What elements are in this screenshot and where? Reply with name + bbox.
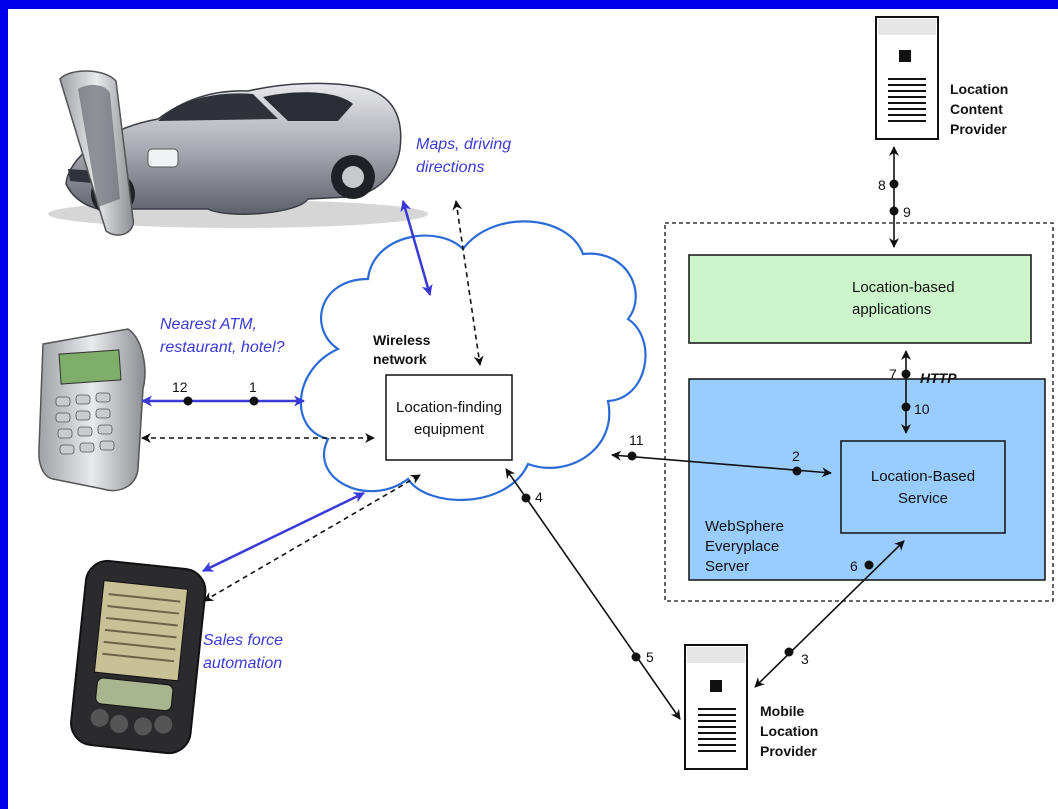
step-dot xyxy=(889,179,899,189)
lbs-label-line1: Location-Based xyxy=(871,468,975,485)
mlp-label-line2: Location xyxy=(760,723,818,739)
mlp-label-line1: Mobile xyxy=(760,703,805,719)
wes-label-line1: WebSphere xyxy=(705,518,784,535)
step-number-3: 3 xyxy=(801,651,809,667)
pda-image xyxy=(70,559,207,755)
server-tower-icon xyxy=(875,16,939,140)
atm-label-line2: restaurant, hotel? xyxy=(160,339,285,356)
wes-label-line3: Server xyxy=(705,558,749,575)
lbs-label-line2: Service xyxy=(898,490,948,507)
sequence-dots xyxy=(183,179,911,662)
sales-label-line1: Sales force xyxy=(203,632,283,649)
maps-label-line1: Maps, driving xyxy=(416,136,511,153)
step-number-1: 1 xyxy=(249,379,257,395)
car-network-blue-arrow xyxy=(400,200,433,296)
applications-label-line2: applications xyxy=(852,301,931,318)
flip-phone-image xyxy=(38,70,146,492)
step-dot xyxy=(631,652,641,662)
lcp-label-line1: Location xyxy=(950,81,1008,97)
server-tower-icon xyxy=(684,644,748,770)
step-dot xyxy=(901,369,911,379)
step-number-2: 2 xyxy=(792,448,800,464)
step-dot xyxy=(183,396,193,406)
location-based-service-box[interactable] xyxy=(840,440,1006,534)
lfe-label-line2: equipment xyxy=(414,421,485,438)
step-number-7: 7 xyxy=(889,366,897,382)
http-label: HTTP xyxy=(920,370,957,386)
step-number-10: 10 xyxy=(914,401,930,417)
location-based-applications-box[interactable] xyxy=(688,254,1032,344)
mlp-lbs-arrow xyxy=(754,540,905,688)
lcp-label-line3: Provider xyxy=(950,121,1007,137)
mlp-label-line3: Provider xyxy=(760,743,817,759)
maps-label-line2: directions xyxy=(416,159,484,176)
step-number-5: 5 xyxy=(646,649,654,665)
step-number-8: 8 xyxy=(878,177,886,193)
sales-label-line2: automation xyxy=(203,655,282,672)
location-finding-equipment-box[interactable] xyxy=(385,374,513,461)
step-number-12: 12 xyxy=(172,379,188,395)
lcp-label-line2: Content xyxy=(950,101,1003,117)
atm-label-line1: Nearest ATM, xyxy=(160,316,257,333)
step-dot xyxy=(901,402,911,412)
wes-label-line2: Everyplace xyxy=(705,538,779,555)
wireless-label-line1: Wireless xyxy=(373,332,431,348)
wireless-label-line2: network xyxy=(373,351,427,367)
lfe-mlp-arrow xyxy=(505,468,681,720)
step-dot xyxy=(864,560,874,570)
step-number-4: 4 xyxy=(535,489,543,505)
step-number-11: 11 xyxy=(629,432,644,448)
architecture-diagram: Location-based applications Location-Bas… xyxy=(38,16,1054,770)
step-dot xyxy=(627,451,637,461)
pda-network-blue-arrow xyxy=(202,491,365,573)
diagram-frame: Location-based applications Location-Bas… xyxy=(8,9,1058,809)
step-dot xyxy=(792,466,802,476)
pda-dashed-arrow xyxy=(203,474,421,602)
car-dashed-arrow xyxy=(452,200,484,366)
step-dot xyxy=(249,396,259,406)
step-dot xyxy=(889,206,899,216)
step-dot xyxy=(521,493,531,503)
step-number-9: 9 xyxy=(903,204,911,220)
step-number-6: 6 xyxy=(850,558,858,574)
lfe-label-line1: Location-finding xyxy=(396,399,502,416)
applications-label-line1: Location-based xyxy=(852,279,955,296)
step-dot xyxy=(784,647,794,657)
